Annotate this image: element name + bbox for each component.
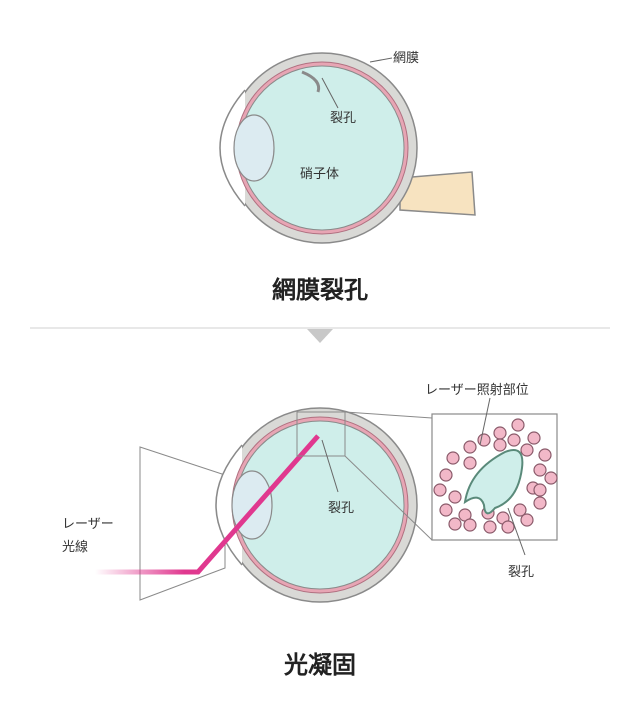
cornea (219, 89, 246, 207)
laser-spot (533, 496, 547, 510)
arrow-down-icon (307, 329, 333, 343)
laser-spot (533, 463, 547, 477)
tear-area (463, 449, 524, 515)
eye-top (219, 52, 476, 244)
label-retina: 網膜 (393, 51, 419, 66)
laser-spot (446, 451, 460, 465)
title-photocoagulation: 光凝固 (283, 651, 356, 679)
laser-spot (463, 456, 477, 470)
laser-spot (511, 418, 525, 432)
laser-spot (520, 443, 534, 457)
laser-spot (483, 520, 497, 534)
label-vitreous: 硝子体 (300, 167, 339, 182)
laser-spot (501, 520, 515, 534)
label-tear-bottom: 裂孔 (328, 501, 354, 516)
label-laser-line1: レーザー (62, 517, 114, 532)
lens (233, 114, 275, 182)
cornea (215, 444, 243, 566)
inset-magnified-view (431, 397, 558, 556)
retinal-flap (301, 70, 321, 93)
laser-spot (513, 503, 527, 517)
laser-spot (448, 517, 462, 531)
laser-spot (527, 431, 541, 445)
laser-spot (520, 513, 534, 527)
eye-bottom (95, 407, 433, 603)
zoom-box-small (296, 411, 346, 457)
laser-spot (463, 518, 477, 532)
laser-spot (448, 490, 462, 504)
label-tear-inset: 裂孔 (508, 565, 534, 580)
laser-spot (433, 483, 447, 497)
laser-spot (439, 503, 453, 517)
laser-spot (533, 483, 547, 497)
laser-spot (507, 433, 521, 447)
label-tear-top: 裂孔 (330, 111, 356, 126)
label-laser-line2: 光線 (62, 539, 88, 555)
laser-spot (544, 471, 558, 485)
laser-spot (463, 440, 477, 454)
laser-spot (439, 468, 453, 482)
title-retinal-tear: 網膜裂孔 (272, 276, 368, 304)
laser-spot (477, 433, 491, 447)
laser-spot (493, 438, 507, 452)
label-laser-site: レーザー照射部位 (425, 382, 529, 398)
laser-spot (493, 426, 507, 440)
laser-cone (139, 446, 226, 601)
laser-spot (538, 448, 552, 462)
